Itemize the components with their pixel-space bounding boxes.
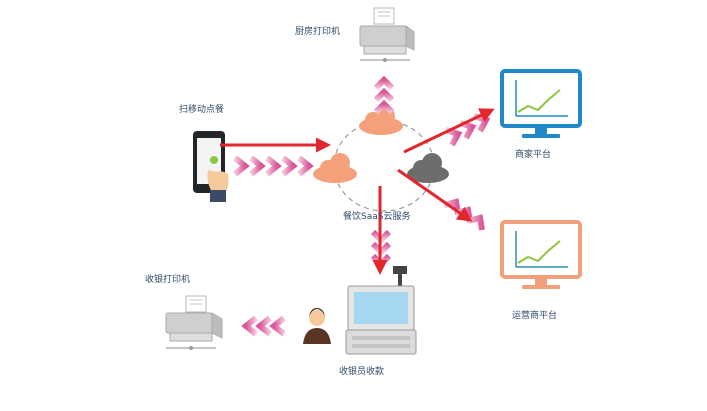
monitor-chart-icon — [500, 69, 582, 138]
cashier-checkout-label: 收银员收款 — [339, 367, 385, 377]
pos-terminal-icon — [345, 266, 417, 355]
merchant-platform-label: 商家平台 — [515, 150, 552, 160]
cashier-printer-label: 收银打印机 — [145, 275, 191, 285]
printer-icon — [165, 295, 223, 350]
cloud-icon — [313, 153, 357, 183]
data-flow-chevrons-right — [233, 155, 314, 177]
monitor-chart-icon — [500, 220, 582, 289]
cashier-person-icon — [303, 308, 331, 344]
red-arrows — [220, 108, 495, 275]
smartphone-icon — [193, 131, 229, 202]
cloud-icon — [407, 153, 449, 183]
mobile-order-label: 扫移动点餐 — [179, 105, 225, 115]
cloud-service-label: 餐饮SaaS云服务 — [343, 212, 411, 222]
printer-icon — [359, 7, 415, 62]
data-flow-chevrons-left — [241, 315, 286, 337]
data-flow-chevrons-up — [373, 75, 395, 115]
kitchen-printer-label: 厨房打印机 — [295, 27, 341, 37]
operator-platform-label: 运营商平台 — [512, 311, 558, 321]
